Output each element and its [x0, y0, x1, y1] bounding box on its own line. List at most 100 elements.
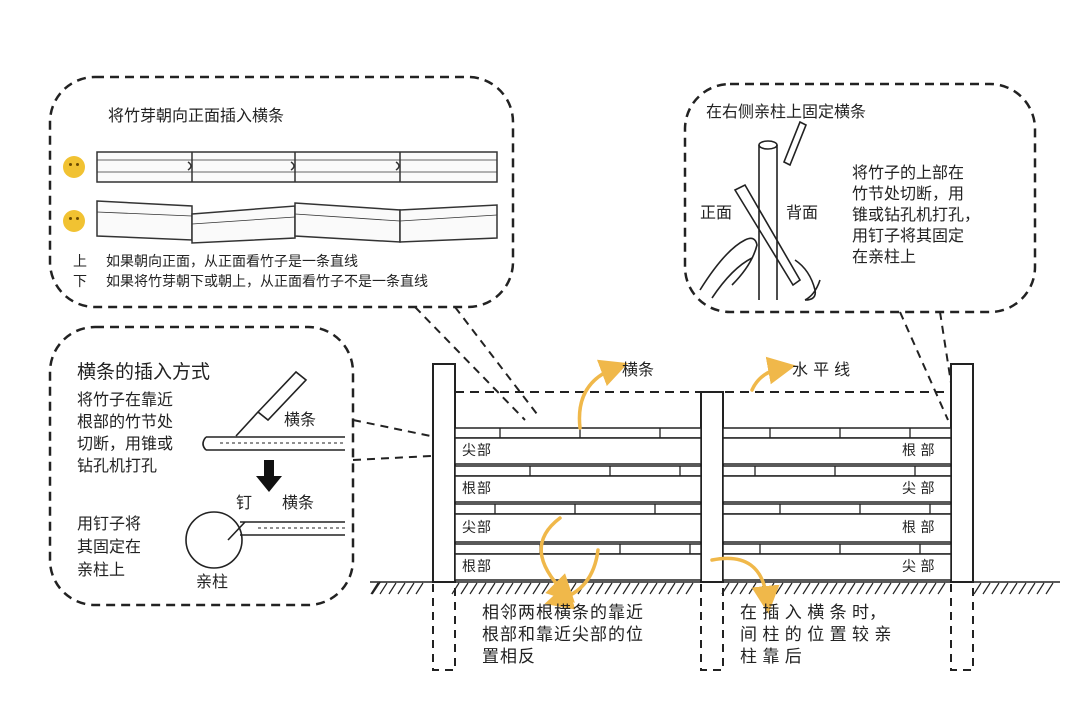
- ground-hatch-mark: [406, 582, 415, 595]
- down-arrow-icon: [256, 460, 282, 492]
- ground-hatch-mark: [892, 582, 901, 595]
- drill-rail-sketch: [202, 370, 345, 451]
- ground-hatch-mark: [883, 582, 892, 595]
- callout-bubble-left: [48, 325, 355, 607]
- ground-hatch-mark: [631, 582, 640, 595]
- ground-hatch-mark: [1009, 582, 1018, 595]
- rail-callout-label: 横条: [622, 360, 655, 379]
- post-left: [432, 363, 456, 671]
- rail-right-label-2: 尖 部: [902, 481, 935, 497]
- ground-hatch-mark: [793, 582, 802, 595]
- level-callout-label: 水 平 线: [792, 360, 851, 379]
- ground-hatch-mark: [469, 582, 478, 595]
- callout-bubble-top-left: [48, 75, 515, 309]
- ground-hatch-mark: [1027, 582, 1036, 595]
- ground-hatch-mark: [730, 582, 739, 595]
- smiling-face-icon: [63, 156, 85, 178]
- ground-hatch-mark: [370, 582, 379, 595]
- callout-pointer-top-right: [899, 311, 957, 421]
- ground-hatch-mark: [667, 582, 676, 595]
- ground-hatch-mark: [532, 582, 541, 595]
- step1-line-2: 根部的竹节处: [77, 412, 174, 431]
- ground-hatch-mark: [1018, 582, 1027, 595]
- callout-top-right-line-5: 在亲柱上: [852, 247, 917, 266]
- post-nail-sketch: [185, 511, 345, 569]
- ground-hatch-mark: [640, 582, 649, 595]
- ground-hatch-mark: [586, 582, 595, 595]
- annotation-arrows: [539, 356, 796, 614]
- ground-hatch-mark: [1045, 582, 1054, 595]
- step1-line-3: 切断，用锥或: [77, 434, 174, 453]
- ground-hatch-mark: [973, 582, 982, 595]
- ground-hatch-mark: [415, 582, 424, 595]
- ground-hatch-mark: [901, 582, 910, 595]
- frowning-face-icon: [63, 210, 85, 232]
- note-up-text: 如果朝向正面，从正面看竹子是一条直线: [106, 254, 358, 270]
- note-down-text: 如果将竹芽朝下或朝上，从正面看竹子不是一条直线: [106, 274, 428, 290]
- callout-pointer-top-left: [414, 306, 541, 421]
- ground-hatch-mark: [775, 582, 784, 595]
- rail-label-1: 横条: [284, 410, 317, 429]
- ground-hatch-mark: [928, 582, 937, 595]
- ground-hatch-mark: [523, 582, 532, 595]
- rail-label-2: 横条: [282, 493, 315, 512]
- ground-hatch-mark: [829, 582, 838, 595]
- ground-hatch-mark: [802, 582, 811, 595]
- ground-hatch-mark: [478, 582, 487, 595]
- ground-hatch-mark: [847, 582, 856, 595]
- callout-top-right-title: 在右侧亲柱上固定横条: [706, 102, 867, 121]
- nail-label: 钉: [236, 493, 253, 512]
- callout-top-right-line-1: 将竹子的上部在: [852, 163, 965, 182]
- rail-left-label-1: 尖部: [462, 443, 492, 459]
- rail-right-label-1: 根 部: [902, 443, 935, 459]
- callout-left-title: 横条的插入方式: [77, 361, 211, 383]
- post-label: 亲柱: [196, 572, 229, 591]
- callout-top-right-line-4: 用钉子将其固定: [852, 226, 965, 245]
- ground-hatch-mark: [838, 582, 847, 595]
- note-down-marker: 下: [73, 274, 87, 290]
- ground-hatch-mark: [658, 582, 667, 595]
- ground-hatch-mark: [937, 582, 946, 595]
- ground-hatch-mark: [649, 582, 658, 595]
- step1-line-4: 钻孔机打孔: [77, 456, 158, 475]
- ground-hatch-mark: [874, 582, 883, 595]
- ground-hatch-mark: [739, 582, 748, 595]
- ground-hatch-mark: [748, 582, 757, 595]
- ground-hatch-mark: [397, 582, 406, 595]
- ground-hatch-mark: [982, 582, 991, 595]
- fence-rails: [454, 427, 952, 581]
- ground-hatch-mark: [613, 582, 622, 595]
- callout-top-right-line-3: 锥或钻孔机打孔，: [852, 205, 981, 224]
- ground-hatch-mark: [676, 582, 685, 595]
- step1-line-1: 将竹子在靠近: [77, 390, 174, 409]
- ground-hatch-mark: [514, 582, 523, 595]
- callout-pointer-left: [352, 419, 451, 461]
- bamboo-crooked-row: [96, 200, 498, 244]
- ground-hatch-mark: [487, 582, 496, 595]
- note-bottom-left-line-2: 根部和靠近尖部的位: [482, 625, 644, 645]
- post-with-hands-sketch: [699, 120, 821, 301]
- note-bottom-left-line-1: 相邻两根横条的靠近: [482, 603, 644, 623]
- callout-top-left-title: 将竹芽朝向正面插入横条: [108, 106, 285, 125]
- back-label: 背面: [786, 203, 819, 222]
- ground-hatch-mark: [820, 582, 829, 595]
- ground-hatch-mark: [379, 582, 388, 595]
- note-bottom-left-line-3: 置相反: [482, 647, 536, 667]
- ground-hatch-mark: [541, 582, 550, 595]
- ground-hatch-mark: [1036, 582, 1045, 595]
- ground-hatch-mark: [910, 582, 919, 595]
- ground-hatch-mark: [622, 582, 631, 595]
- front-label: 正面: [700, 203, 733, 222]
- post-middle: [700, 391, 724, 671]
- callout-bubble-top-right: [683, 82, 1037, 314]
- step2-line-1: 用钉子将: [77, 514, 142, 533]
- ground-hatch-mark: [811, 582, 820, 595]
- rail-node-marks: [494, 428, 931, 554]
- note-bottom-right-line-2: 间 柱 的 位 置 较 亲: [740, 625, 892, 645]
- rail-left-label-2: 根部: [462, 481, 492, 497]
- ground-hatch-mark: [856, 582, 865, 595]
- note-bottom-right-line-3: 柱 靠 后: [740, 647, 802, 667]
- rail-right-label-4: 尖 部: [902, 559, 935, 575]
